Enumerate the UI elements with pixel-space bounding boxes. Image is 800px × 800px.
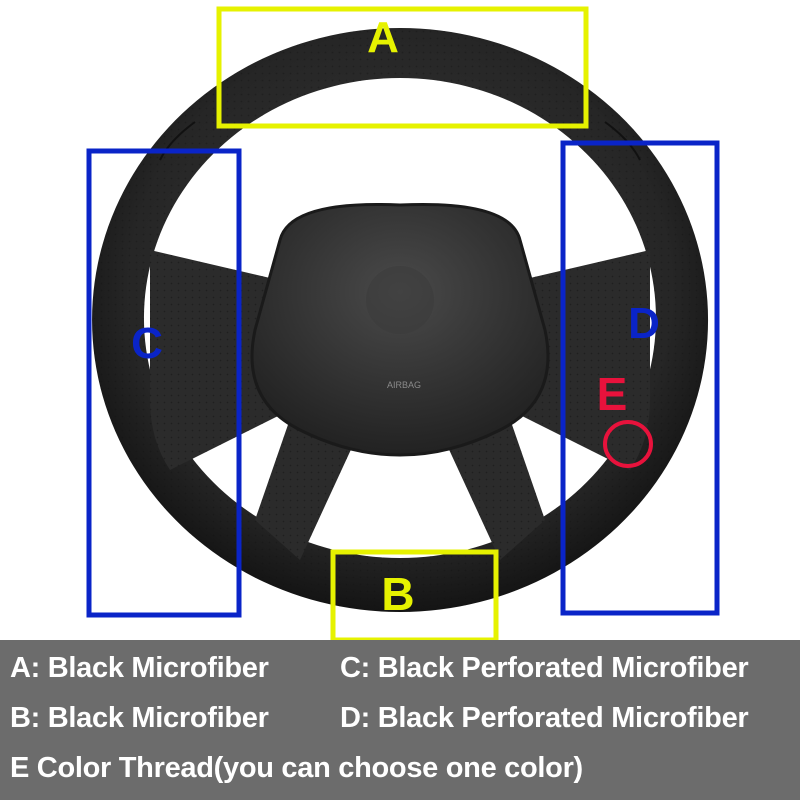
zone-c-box [86, 148, 242, 618]
legend-line-c: C: Black Perforated Microfiber [340, 652, 749, 684]
legend-line-d: D: Black Perforated Microfiber [340, 702, 749, 734]
legend-line-a: A: Black Microfiber [10, 652, 269, 684]
airbag-label: AIRBAG [387, 380, 421, 390]
zone-b-box [330, 549, 499, 640]
zone-d-box [560, 140, 720, 616]
zone-b-letter: B [381, 568, 414, 620]
zone-a-letter: A [367, 13, 399, 62]
zone-e-letter: E [597, 368, 628, 420]
steering-wheel-photo: AIRBAG A B C D E [86, 6, 720, 640]
zone-d-letter: D [628, 299, 660, 348]
zone-a-box [216, 6, 589, 129]
rim-stitch-left [159, 121, 196, 161]
zone-e-thread-marker [603, 420, 653, 468]
legend-line-b: B: Black Microfiber [10, 702, 269, 734]
legend-line-e: E Color Thread(you can choose one color) [10, 752, 583, 784]
airbag-emblem [366, 266, 434, 334]
legend-caption: A: Black Microfiber C: Black Perforated … [0, 640, 800, 800]
zone-c-letter: C [131, 319, 163, 368]
